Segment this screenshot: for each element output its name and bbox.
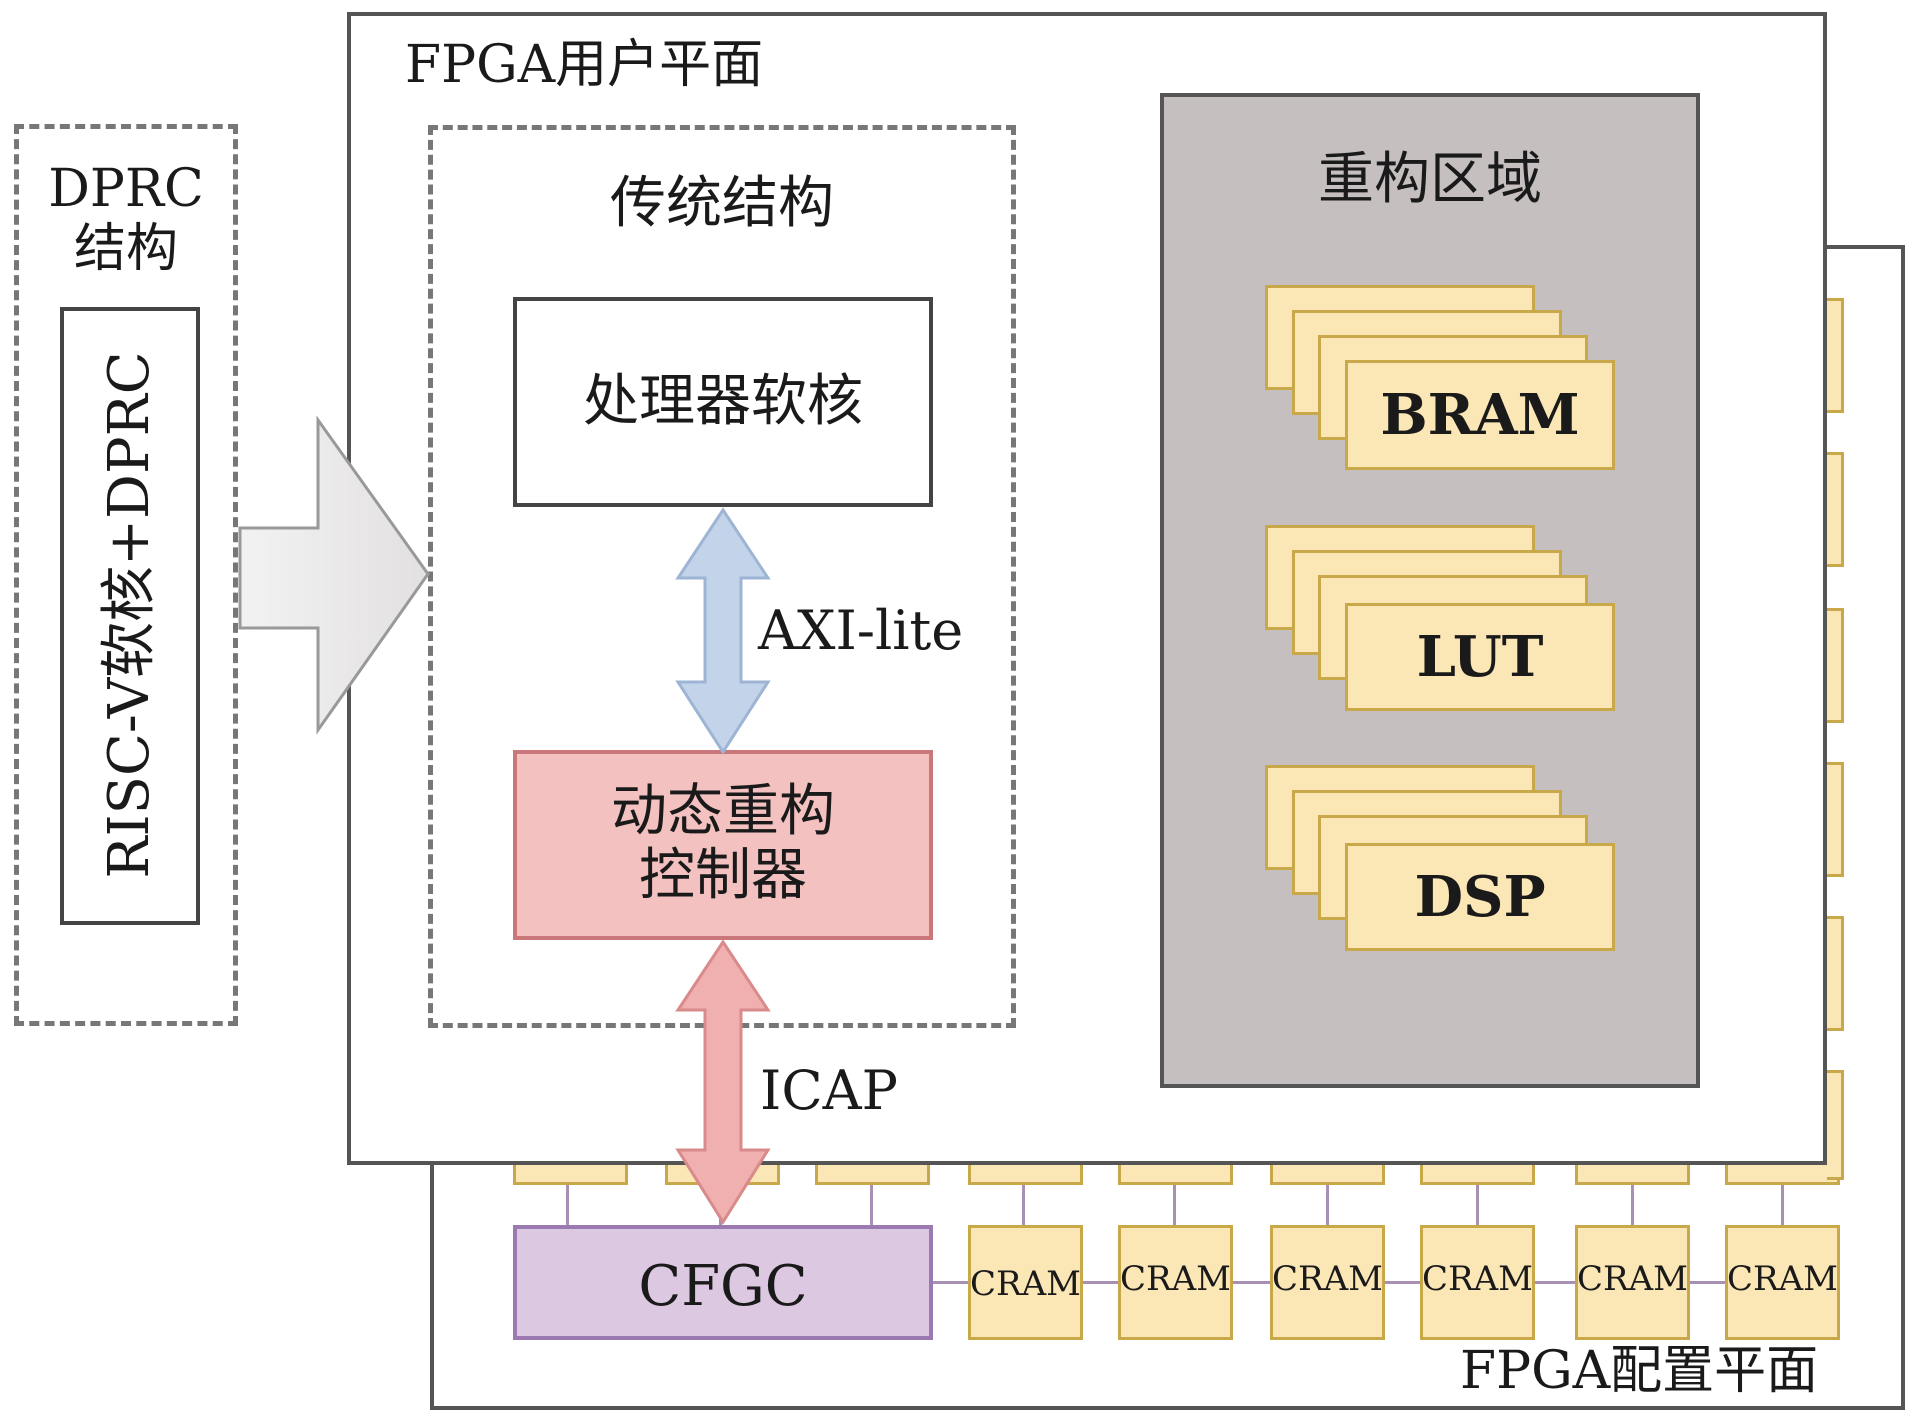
- mapping-arrow: [238, 415, 430, 735]
- wire: [1326, 1185, 1329, 1225]
- wire: [1476, 1185, 1479, 1225]
- dsp-card: [1345, 843, 1615, 951]
- axi-lite-arrow: [675, 507, 771, 755]
- cram-side-stub: [1827, 762, 1844, 877]
- reconfig-title: 重构区域: [1318, 147, 1542, 212]
- processor-label: 处理器软核: [583, 369, 863, 434]
- cram-side-stub: [1827, 1070, 1844, 1180]
- dprc-structure: [14, 124, 238, 1026]
- lut-label: LUT: [1416, 624, 1544, 690]
- cram-label: CRAM: [970, 1264, 1081, 1304]
- cram-side-stub: [1827, 298, 1844, 413]
- cfgc-block: [513, 1225, 933, 1340]
- bram-card: [1345, 360, 1615, 470]
- cram-block: [1725, 1225, 1840, 1340]
- wire: [1173, 1185, 1176, 1225]
- controller-line1: 动态重构: [611, 779, 835, 844]
- cram-side-stub: [1827, 452, 1844, 567]
- controller-line2: 控制器: [639, 843, 807, 909]
- lut-card: [1345, 603, 1615, 711]
- icap-label: ICAP: [760, 1059, 898, 1122]
- user-plane-title: FPGA用户平面: [405, 35, 764, 95]
- wire: [566, 1185, 569, 1225]
- wire: [933, 1281, 1840, 1284]
- wire: [870, 1185, 873, 1225]
- dsp-label: DSP: [1414, 864, 1546, 930]
- cram-side-stub: [1827, 608, 1844, 723]
- cram-block: [1420, 1225, 1535, 1340]
- cram-label: CRAM: [1422, 1259, 1533, 1299]
- wire: [1022, 1185, 1025, 1225]
- icap-arrow: [675, 939, 771, 1225]
- config-plane-title: FPGA配置平面: [1460, 1341, 1819, 1401]
- cram-side-stub: [1827, 916, 1844, 1031]
- cram-block: [1118, 1225, 1233, 1340]
- riscv-dprc-block: [60, 307, 200, 925]
- wire: [1631, 1185, 1634, 1225]
- cram-block: [1270, 1225, 1385, 1340]
- bram-label: BRAM: [1380, 382, 1580, 448]
- cram-label: CRAM: [1272, 1259, 1383, 1299]
- dprc-title-line1: DPRC: [48, 159, 204, 219]
- cram-label: CRAM: [1577, 1259, 1688, 1299]
- cfgc-label: CFGC: [638, 1254, 808, 1319]
- wire: [1781, 1185, 1784, 1225]
- axi-lite-label: AXI-lite: [758, 599, 964, 662]
- cram-label: CRAM: [1120, 1259, 1231, 1299]
- cram-block: [968, 1225, 1083, 1340]
- processor-softcore-block: [513, 297, 933, 507]
- cram-label: CRAM: [1727, 1259, 1838, 1299]
- controller-label: 动态重构 控制器: [513, 779, 933, 909]
- dprc-title: DPRC 结构: [14, 159, 238, 280]
- dprc-title-line2: 结构: [73, 218, 178, 279]
- dynamic-reconfig-controller: [513, 750, 933, 940]
- cram-block: [1575, 1225, 1690, 1340]
- traditional-title: 传统结构: [610, 171, 834, 236]
